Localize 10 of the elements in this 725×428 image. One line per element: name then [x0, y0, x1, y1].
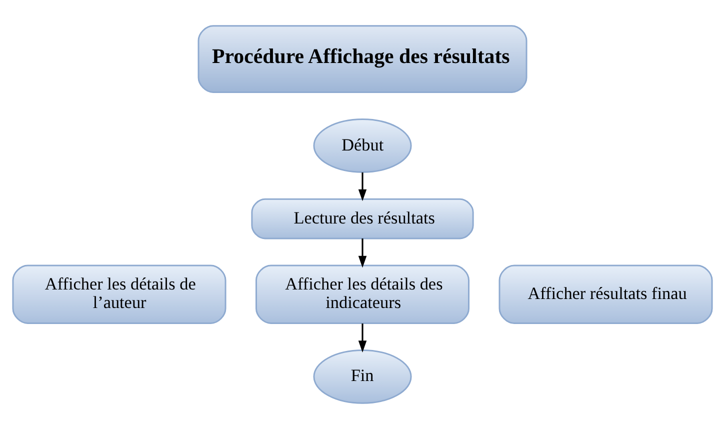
node-box: Afficher les détails de l’auteur — [12, 264, 226, 324]
node-box: Lecture des résultats — [251, 198, 474, 239]
arrow — [358, 172, 367, 201]
arrow — [358, 238, 367, 268]
arrow — [358, 323, 367, 352]
node-box: Afficher résultats finau — [498, 264, 713, 324]
node-ellipse: Fin — [313, 349, 412, 404]
node-ellipse: Début — [313, 118, 412, 172]
node-box: Afficher les détails des indicateurs — [256, 264, 470, 324]
node-box: Procédure Affichage des résultats — [198, 24, 528, 92]
